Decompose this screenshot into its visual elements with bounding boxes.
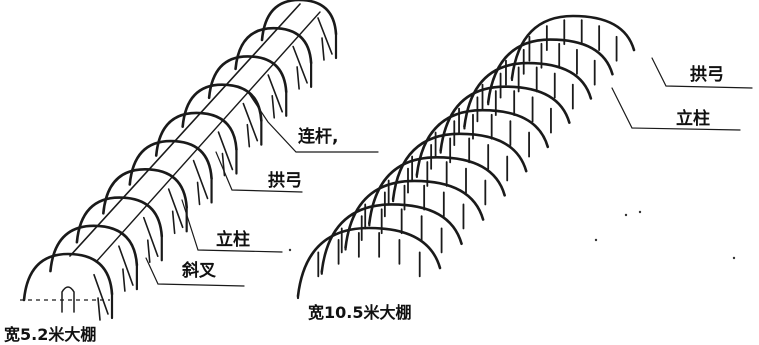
arch-bow [102,168,188,215]
arch-bow [207,55,288,100]
arch-bow [260,0,338,42]
label-post-small: 立柱 [216,229,250,250]
speck [594,238,598,242]
diagonal-brace [292,45,308,84]
arch-bow [510,14,636,80]
arch-bow [181,83,263,128]
large-greenhouse [296,14,636,300]
arch-bow [415,108,550,177]
diagonal-brace [118,245,134,286]
small-greenhouse [22,0,338,321]
arch-bow [296,226,442,298]
diagonal-brace [267,74,284,113]
diagonal-brace [93,273,109,315]
arch-bow [439,85,571,152]
scan-specks [288,210,736,260]
arch-leader-large [651,57,753,89]
arch-bow [128,139,213,186]
diagonal-brace [217,131,234,171]
tie-rod [69,3,301,257]
arch-bow [486,38,614,104]
post [296,66,300,90]
large-leader-lines [611,57,753,131]
arch-bow [344,179,485,249]
post-leader-large [611,87,741,131]
speck [624,213,628,217]
post [146,239,151,264]
arch-bow [234,26,313,71]
post [122,268,126,292]
label-arch-small: 拱弓 [268,170,302,191]
door-outline [61,286,75,313]
speck [638,210,642,214]
arch-bow [154,111,238,157]
arch-bow [75,196,164,244]
tie-rod [95,11,321,263]
small-front-base [20,286,110,313]
arch-bow [49,224,139,273]
post-leader-small [181,199,283,253]
diagonal-brace [192,159,209,200]
small-leader-lines [145,91,379,287]
label-tie-rod: 连杆, [298,126,338,147]
label-arch-large: 拱弓 [690,64,724,85]
post [171,210,176,235]
brace-leader-small [145,257,245,287]
caption-large: 宽10.5米大棚 [308,303,411,322]
arch-leader-small [215,151,303,193]
diagonal-brace [167,188,184,229]
speck [732,256,736,260]
diagonal-brace [317,17,333,55]
arch-bow [463,61,593,128]
post [196,181,201,206]
post [321,37,325,61]
arch-bow [368,156,506,225]
speck [288,248,292,252]
diagonal-brace [242,102,259,142]
post [246,123,251,148]
tie-rod-leader [247,91,379,153]
arch-bow [320,203,463,274]
post [97,297,101,321]
label-brace: 斜叉 [181,260,217,281]
post [271,94,276,119]
arch-bow [391,132,528,201]
diagonal-brace [142,216,159,258]
caption-small: 宽5.2米大棚 [4,325,96,344]
arch-bow [22,252,114,302]
label-post-large: 立柱 [676,108,710,129]
